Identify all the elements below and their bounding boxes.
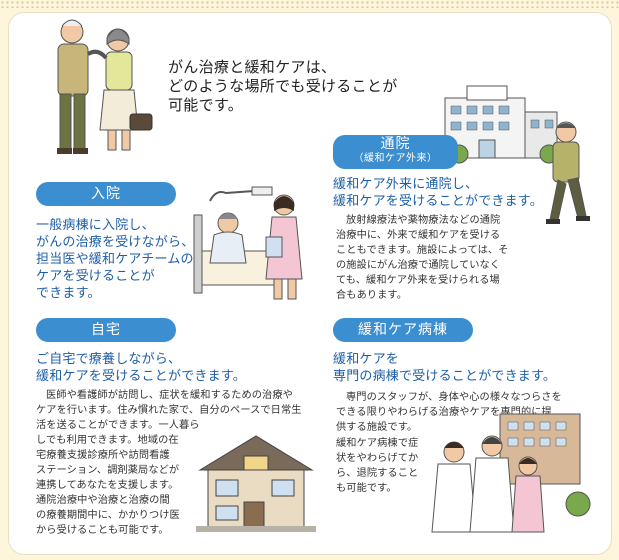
- hospitalization-badge: 入院: [36, 182, 176, 206]
- home-title: 自宅: [91, 322, 121, 338]
- patient-and-nurse-illustration: [193, 186, 303, 300]
- outpatient-lead: 緩和ケア外来に通院し、 緩和ケアを受けることができます。: [333, 177, 543, 209]
- home-body-bottom: 通院治療中や治療と治療の間 の療養期間中に、かかりつけ医 から受けることも可能で…: [36, 495, 180, 536]
- home-lead: ご自宅で療養しながら、 緩和ケアを受けることができます。: [36, 352, 246, 384]
- outpatient-body: 放射線療法や薬物療法などの通院 治療中に、外来で緩和ケアを受ける こともできます…: [336, 215, 509, 301]
- home-body-middle: しでも利用できます。地域の在 宅療養支援診療所や訪問看護 ステーション、調剤薬局…: [36, 435, 180, 491]
- outpatient-title: 通院: [380, 136, 411, 152]
- intro-text: がん治療と緩和ケアは、 どのような場所でも受けることが 可能です。: [168, 58, 398, 114]
- palliative-ward-lead: 緩和ケアを 専門の病棟で受けることができます。: [333, 352, 557, 384]
- outpatient-subtitle: （緩和ケア外来）: [353, 153, 438, 164]
- house-illustration: [196, 435, 316, 532]
- hospitalization-title: 入院: [91, 186, 121, 202]
- decorative-dot-border: [0, 0, 619, 8]
- hospital-building-illustration: [444, 85, 559, 164]
- medical-staff-illustration: [431, 413, 591, 533]
- palliative-ward-badge: 緩和ケア病棟: [333, 318, 473, 342]
- hospitalization-lead: 一般病棟に入院し、 がんの治療を受けながら、 担当医や緩和ケアチームの ケアを受…: [36, 218, 195, 301]
- home-body-top: 医師や看護師が訪問し、症状を緩和するための治療や ケアを行います。住み慣れた家で…: [36, 390, 302, 431]
- elderly-couple-illustration: [57, 19, 153, 154]
- palliative-ward-title: 緩和ケア病棟: [358, 322, 448, 338]
- palliative-ward-body-top: 専門のスタッフが、身体や心の様々なつらさを できる限りやわらげる治療やケアを専門…: [336, 392, 562, 433]
- outpatient-badge: 通院 （緩和ケア外来）: [333, 135, 458, 169]
- walking-man-illustration: [546, 121, 590, 224]
- palliative-ward-body-left: 緩和ケア病棟で症 状をやわらげてか ら、退院すること も可能です。: [336, 438, 419, 494]
- home-badge: 自宅: [36, 318, 176, 342]
